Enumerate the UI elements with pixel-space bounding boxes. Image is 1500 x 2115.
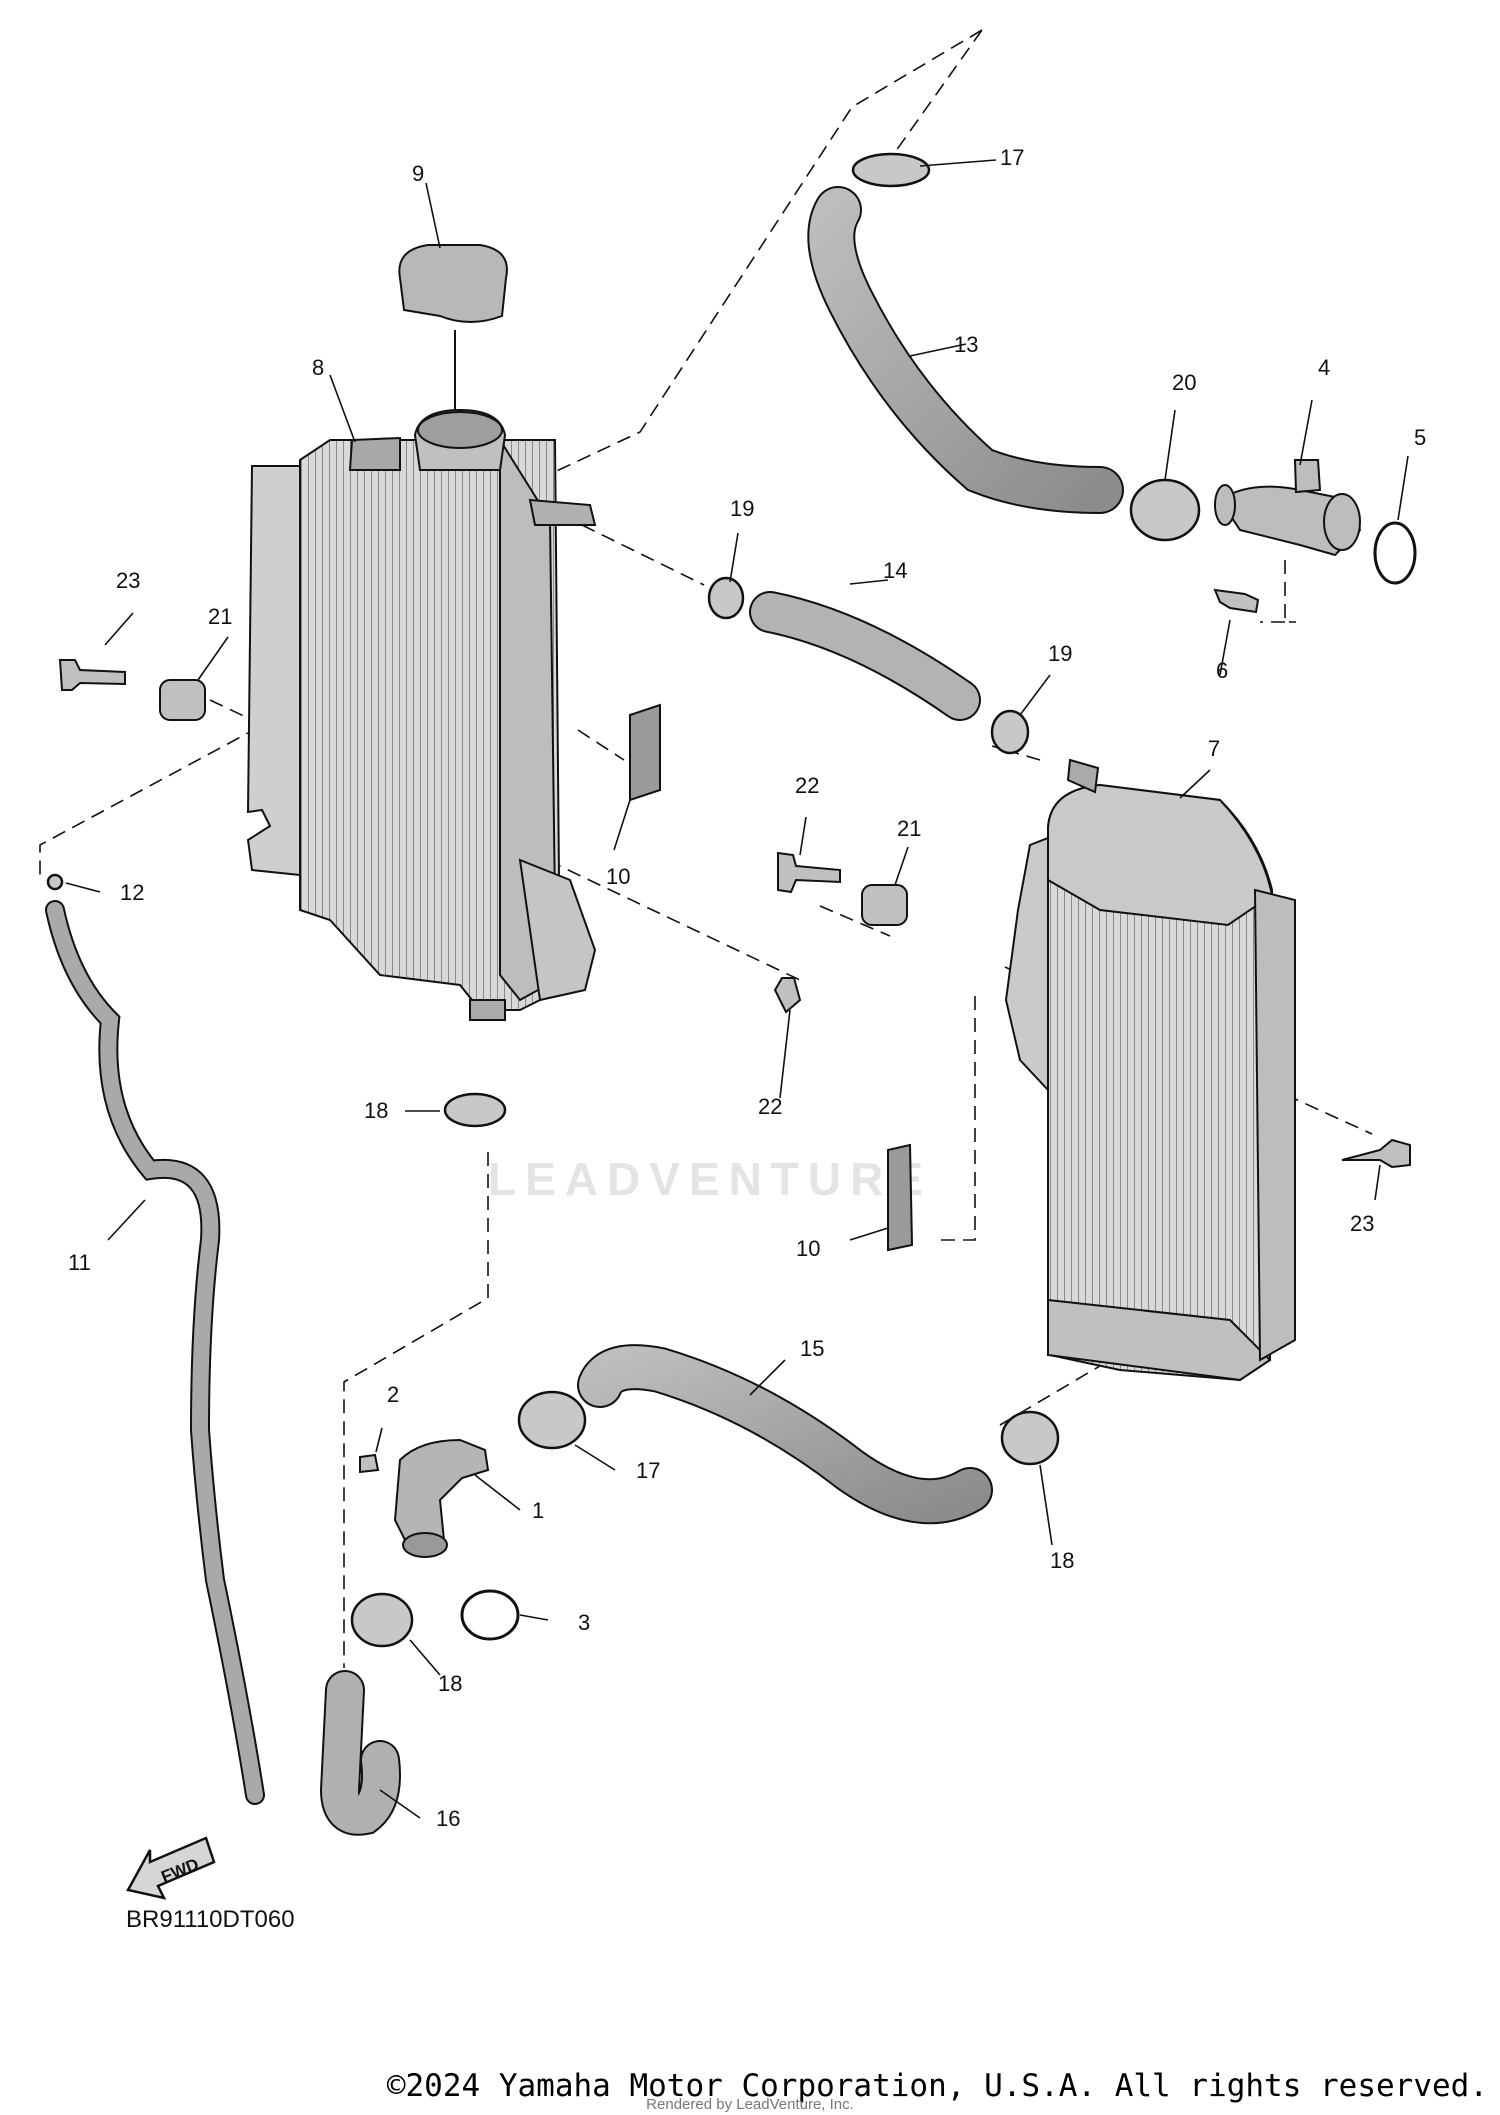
callout-5[interactable]: 5 (1414, 425, 1427, 450)
radiator-cap-part (398, 244, 508, 420)
elbow-part (393, 1438, 490, 1558)
gasket-3 (460, 1589, 520, 1641)
left-radiator-part (246, 408, 597, 1021)
callout-7[interactable]: 7 (1208, 736, 1221, 761)
callout-21[interactable]: 21 (897, 816, 922, 841)
right-radiator-part (1004, 758, 1296, 1382)
callout-4[interactable]: 4 (1318, 355, 1331, 380)
callout-22[interactable]: 22 (758, 1094, 783, 1119)
callout-23[interactable]: 23 (116, 568, 141, 593)
callout-10[interactable]: 10 (796, 1236, 821, 1261)
callout-10[interactable]: 10 (606, 864, 631, 889)
fwd-arrow-icon (126, 1836, 216, 1900)
fasteners (58, 588, 1411, 1474)
clamps (46, 152, 1201, 1648)
callout-18[interactable]: 18 (1050, 1548, 1075, 1573)
o-ring-5 (1373, 521, 1417, 585)
callout-17[interactable]: 17 (636, 1458, 661, 1483)
callout-13[interactable]: 13 (954, 332, 979, 357)
leader-lines (65, 159, 1409, 1819)
callout-19[interactable]: 19 (730, 496, 755, 521)
rendered-by-note: Rendered by LeadVenture, Inc. (646, 2096, 854, 2113)
callout-11[interactable]: 11 (68, 1250, 91, 1275)
callout-17[interactable]: 17 (1000, 145, 1025, 170)
watermark: LEADVENTURE (488, 1153, 933, 1205)
callout-3[interactable]: 3 (578, 1610, 591, 1635)
callout-20[interactable]: 20 (1172, 370, 1197, 395)
callout-6[interactable]: 6 (1216, 658, 1229, 683)
guard-plates (629, 703, 914, 1252)
callout-19[interactable]: 19 (1048, 641, 1073, 666)
callout-9[interactable]: 9 (412, 161, 425, 186)
callout-15[interactable]: 15 (800, 1336, 825, 1361)
callout-18[interactable]: 18 (438, 1671, 463, 1696)
diagram-code: BR91110DT060 (126, 1906, 295, 1933)
copyright-notice: ©2024 Yamaha Motor Corporation, U.S.A. A… (386, 2068, 1488, 2104)
callout-22[interactable]: 22 (795, 773, 820, 798)
callout-2[interactable]: 2 (387, 1382, 400, 1407)
callout-23[interactable]: 23 (1350, 1211, 1375, 1236)
callout-18[interactable]: 18 (364, 1098, 389, 1123)
callout-1[interactable]: 1 (532, 1498, 545, 1523)
callout-14[interactable]: 14 (883, 558, 908, 583)
callout-8[interactable]: 8 (312, 355, 325, 380)
callout-12[interactable]: 12 (120, 880, 145, 905)
callout-21[interactable]: 21 (208, 604, 233, 629)
callout-16[interactable]: 16 (436, 1806, 461, 1831)
joint-part (1214, 459, 1362, 557)
